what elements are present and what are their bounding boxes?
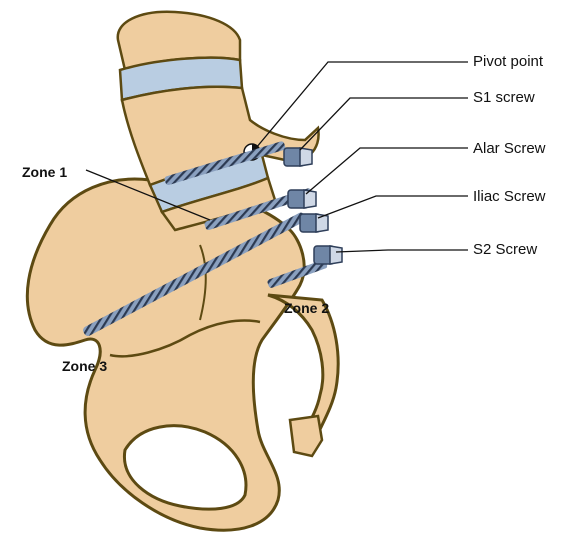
pivot-point-label: Pivot point [473,53,544,70]
alar-screw-leader [306,148,468,194]
s1-screw-label: S1 screw [473,89,535,106]
iliac-screw-label: Iliac Screw [473,188,546,205]
zone-1-label: Zone 1 [22,164,67,180]
pivot-point-leader [256,62,468,148]
zone-2-label: Zone 2 [284,300,329,316]
s2-screw-label: S2 Screw [473,241,537,258]
iliac-screw-leader [318,196,468,218]
s2-screw-leader [336,250,468,252]
pelvis-bone [27,179,338,530]
alar-screw-label: Alar Screw [473,140,546,157]
s1-screw-leader [300,98,468,150]
zone-3-label: Zone 3 [62,358,107,374]
coccyx [290,416,322,456]
